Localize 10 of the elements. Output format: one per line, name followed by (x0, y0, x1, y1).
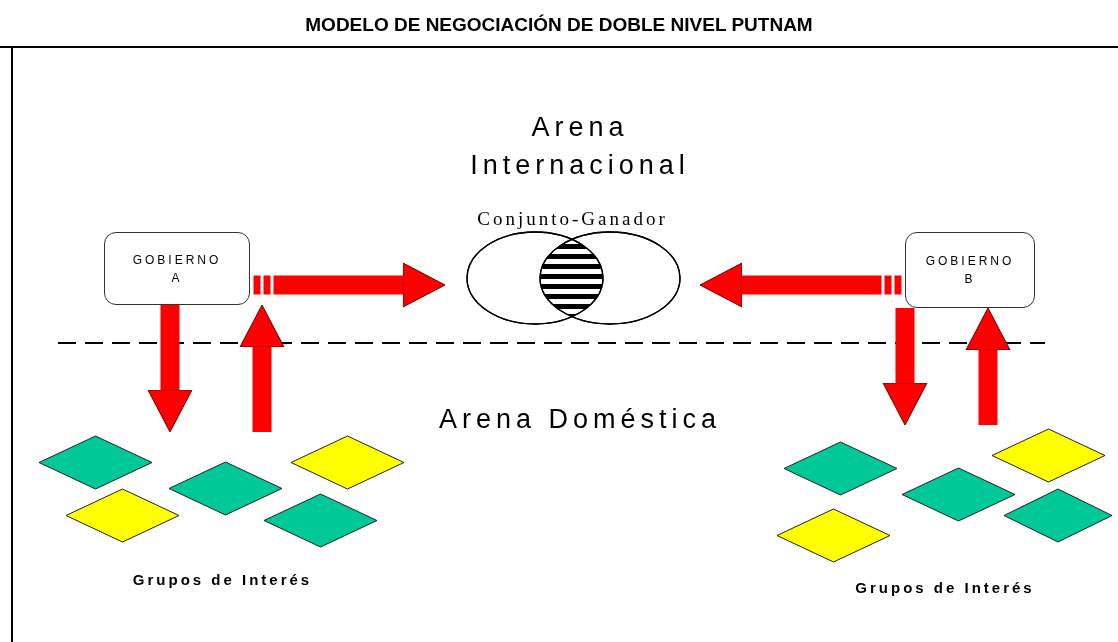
venn-heading: Conjunto-Ganador (476, 208, 669, 230)
group-caption: Grupos de Interés (131, 570, 314, 590)
arena-label: Arena Internacional (469, 111, 691, 182)
government-box (104, 232, 250, 305)
group-caption: Grupos de Interés (854, 578, 1036, 598)
arena-label: Arena Doméstica (437, 403, 723, 436)
box-label: GOBIERNO A (131, 251, 223, 287)
box-label: GOBIERNO B (924, 253, 1016, 288)
diagram-title: MODELO DE NEGOCIACIÓN DE DOBLE NIVEL PUTNAM (304, 14, 814, 36)
government-box (905, 232, 1035, 308)
